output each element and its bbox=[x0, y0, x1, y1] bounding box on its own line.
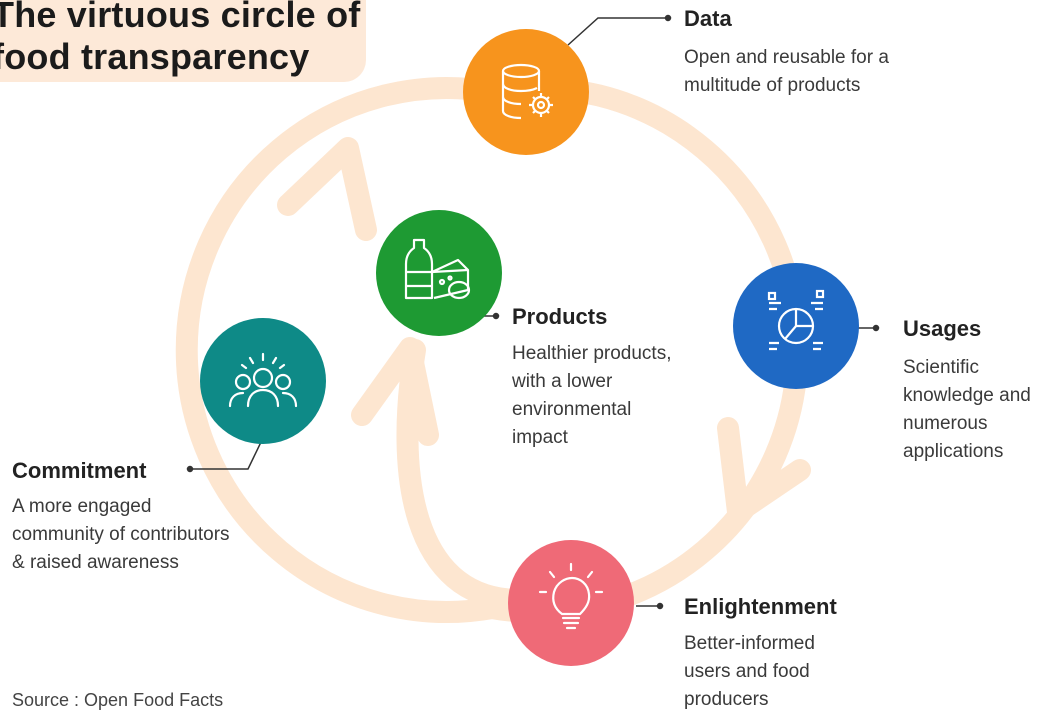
connector-data-dot bbox=[664, 14, 672, 22]
connector-data bbox=[567, 17, 668, 46]
usages-description-line: applications bbox=[903, 441, 1004, 462]
connector-commitment bbox=[190, 439, 263, 470]
data-node-circle bbox=[463, 29, 589, 155]
products-node-circle bbox=[376, 210, 502, 336]
commitment-node-circle bbox=[200, 318, 326, 444]
title-box: The virtuous circle of food transparency bbox=[0, 0, 366, 82]
connector-usages-dot bbox=[872, 324, 880, 332]
source-credit: Source : Open Food Facts bbox=[12, 690, 224, 710]
enlightenment-node-circle bbox=[508, 540, 634, 666]
products-description-line: impact bbox=[512, 427, 568, 448]
community-icon bbox=[228, 352, 298, 408]
enlightenment-label: Enlightenment bbox=[684, 594, 837, 619]
enlightenment-description-line: Better-informed bbox=[684, 633, 815, 654]
connector-products-dot bbox=[492, 312, 500, 320]
usages-description-line: knowledge and bbox=[903, 385, 1031, 406]
lightbulb-icon bbox=[538, 562, 604, 630]
enlightenment-description: Better-informed users and food producers bbox=[684, 630, 815, 714]
arrow-head-inner bbox=[351, 337, 439, 446]
arrow-head-top-left bbox=[277, 137, 377, 241]
data-label: Data bbox=[684, 6, 732, 31]
commitment-description-line: community of contributors bbox=[12, 524, 230, 545]
products-description-line: environmental bbox=[512, 399, 632, 420]
data-analysis-icon bbox=[767, 289, 825, 351]
enlightenment-description-line: users and food bbox=[684, 661, 810, 682]
inner-cycle-arc bbox=[396, 339, 531, 611]
connector-commitment-dot bbox=[186, 465, 194, 473]
data-description-line: multitude of products bbox=[684, 75, 861, 96]
products-description-line: with a lower bbox=[512, 371, 613, 392]
food-products-icon bbox=[404, 238, 471, 300]
usages-description-line: numerous bbox=[903, 413, 988, 434]
commitment-description-line: & raised awareness bbox=[12, 552, 179, 573]
database-gear-icon bbox=[501, 63, 553, 120]
commitment-description-line: A more engaged bbox=[12, 496, 152, 517]
products-description-line: Healthier products, bbox=[512, 343, 672, 364]
usages-description: Scientific knowledge and numerous applic… bbox=[903, 354, 1031, 466]
arrow-head-bottom-right bbox=[717, 417, 811, 523]
products-description: Healthier products, with a lower environ… bbox=[512, 340, 671, 452]
data-description-line: Open and reusable for a bbox=[684, 47, 889, 68]
usages-node-circle bbox=[733, 263, 859, 389]
usages-label: Usages bbox=[903, 316, 982, 341]
data-description: Open and reusable for a multitude of pro… bbox=[684, 44, 889, 100]
usages-description-line: Scientific bbox=[903, 357, 980, 378]
connector-enlightenment-dot bbox=[656, 602, 664, 610]
title-line-2: food transparency bbox=[0, 36, 310, 77]
commitment-label: Commitment bbox=[12, 458, 147, 483]
products-label: Products bbox=[512, 304, 608, 329]
commitment-description: A more engaged community of contributors… bbox=[12, 493, 230, 577]
title-line-1: The virtuous circle of bbox=[0, 0, 361, 35]
enlightenment-description-line: producers bbox=[684, 689, 769, 710]
